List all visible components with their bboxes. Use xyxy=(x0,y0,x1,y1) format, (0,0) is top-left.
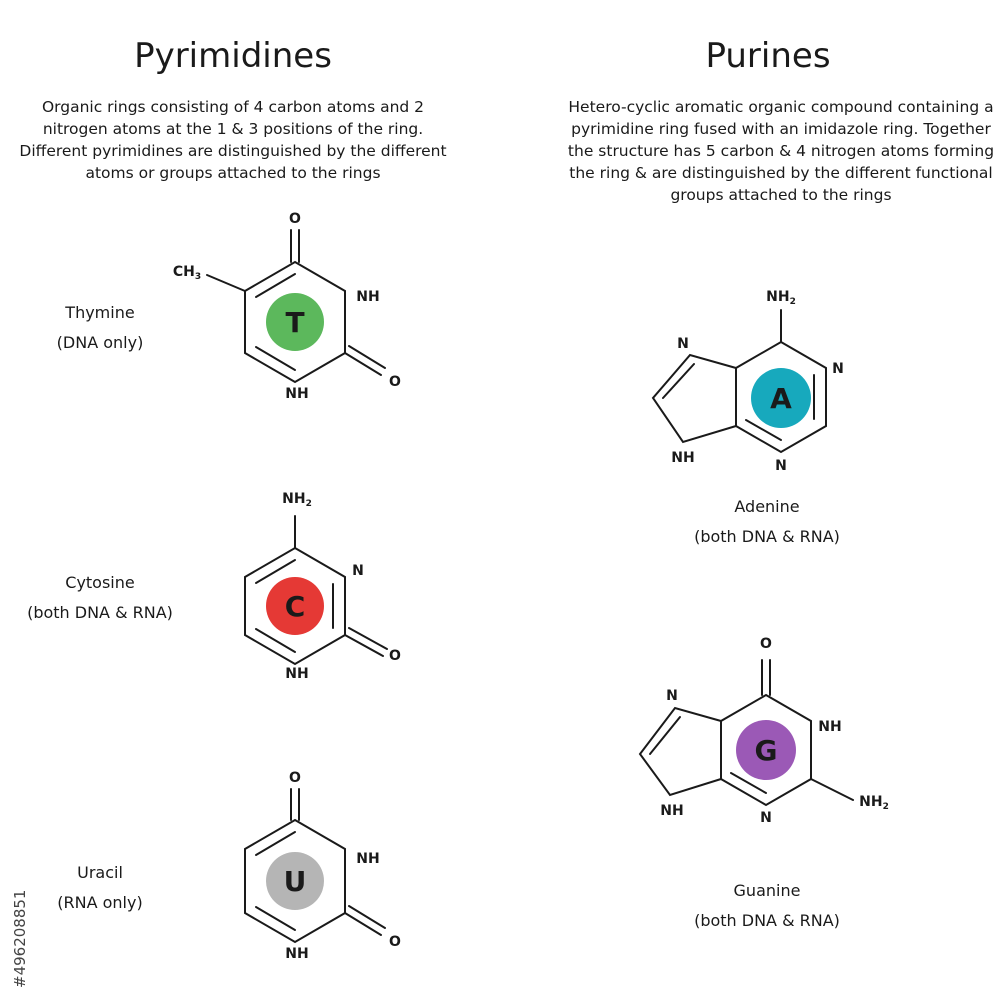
thymine-nh-right: NH xyxy=(356,289,379,305)
cytosine-n-right: N xyxy=(352,563,364,579)
adenine-letter: A xyxy=(770,382,792,415)
guanine-structure xyxy=(638,659,854,807)
guanine-name: Guanine xyxy=(733,881,801,900)
uracil-nh-bottom: NH xyxy=(285,946,308,962)
cytosine-nh-bottom: NH xyxy=(285,666,308,682)
purines-description: Hetero-cyclic aromatic organic compound … xyxy=(567,98,995,204)
guanine-nh-left: NH xyxy=(660,803,683,819)
cytosine-structure xyxy=(244,515,388,666)
uracil-nh-right: NH xyxy=(356,851,379,867)
guanine-n-left: N xyxy=(666,688,678,704)
thymine-circle xyxy=(266,293,324,351)
uracil-name: Uracil xyxy=(77,863,123,882)
cytosine-scope: (both DNA & RNA) xyxy=(27,603,173,622)
purines-title: Purines xyxy=(705,36,831,76)
thymine-nh-bottom: NH xyxy=(285,386,308,402)
adenine-nh2: NH2 xyxy=(766,289,796,307)
svg-text:#496208851: #496208851 xyxy=(11,890,29,988)
thymine-ch3: CH3 xyxy=(173,264,201,282)
pyrimidines-title: Pyrimidines xyxy=(134,36,332,76)
cytosine-circle xyxy=(266,577,324,635)
adenine-n-bottom: N xyxy=(775,458,787,474)
uracil-circle xyxy=(266,852,324,910)
adenine-label: Adenine (both DNA & RNA) xyxy=(667,492,867,552)
thymine-name: Thymine xyxy=(65,303,135,322)
guanine-scope: (both DNA & RNA) xyxy=(694,911,840,930)
cytosine-letter: C xyxy=(285,590,306,623)
adenine-n-right: N xyxy=(832,361,844,377)
uracil-structure xyxy=(244,788,386,944)
thymine-o-top: O xyxy=(289,211,301,227)
guanine-o-top: O xyxy=(760,636,772,652)
guanine-nh-right: NH xyxy=(818,719,841,735)
uracil-letter: U xyxy=(284,865,307,898)
cytosine-nh2: NH2 xyxy=(282,491,312,509)
thymine-letter: T xyxy=(285,306,304,339)
adenine-circle xyxy=(751,368,811,428)
uracil-o-top: O xyxy=(289,770,301,786)
guanine-nh2: NH2 xyxy=(859,794,889,812)
thymine-label: Thymine (DNA only) xyxy=(0,298,200,358)
adenine-name: Adenine xyxy=(734,497,800,516)
guanine-label: Guanine (both DNA & RNA) xyxy=(667,876,867,936)
guanine-circle xyxy=(736,720,796,780)
thymine-structure xyxy=(206,229,386,384)
thymine-o-right: O xyxy=(389,374,401,390)
guanine-n-bottom: N xyxy=(760,810,772,826)
uracil-o-right: O xyxy=(389,934,401,950)
cytosine-label: Cytosine (both DNA & RNA) xyxy=(0,568,200,628)
cytosine-name: Cytosine xyxy=(65,573,135,592)
adenine-n-left: N xyxy=(677,336,689,352)
guanine-letter: G xyxy=(755,734,778,767)
adenine-structure xyxy=(651,309,827,454)
uracil-label: Uracil (RNA only) xyxy=(0,858,200,918)
pyrimidines-description: Organic rings consisting of 4 carbon ato… xyxy=(19,98,447,182)
adenine-scope: (both DNA & RNA) xyxy=(694,527,840,546)
uracil-scope: (RNA only) xyxy=(57,893,143,912)
adenine-nh-left: NH xyxy=(671,450,694,466)
image-id-text: #496208851 xyxy=(11,890,29,988)
cytosine-o-right: O xyxy=(389,648,401,664)
thymine-scope: (DNA only) xyxy=(56,333,144,352)
